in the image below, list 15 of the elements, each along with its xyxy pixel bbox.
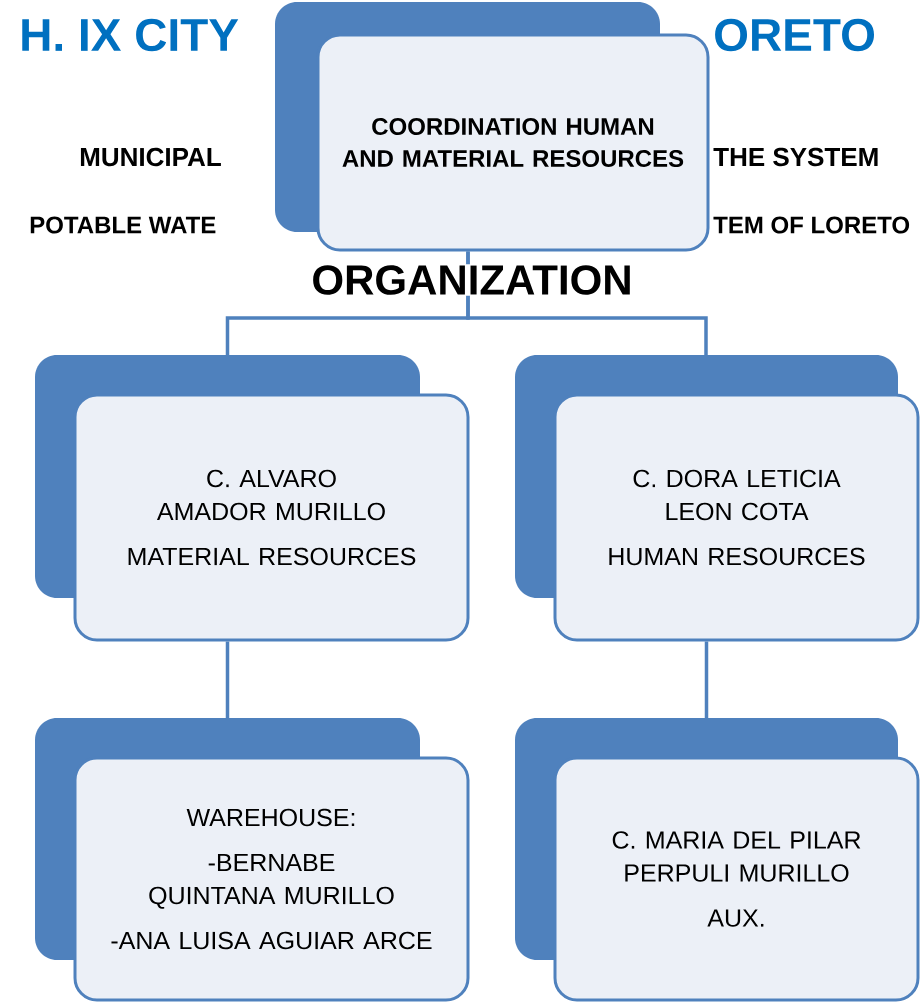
org-box: WAREHOUSE: -BERNABE QUINTANA MURILLO -ANA LUISA AGUIAR ARCE bbox=[35, 718, 470, 1002]
org-box: C. DORA LETICIA LEON COTA HUMAN RESOURCES bbox=[515, 355, 920, 642]
heading-text: H. IX CITY bbox=[18, 17, 240, 53]
heading-text: ORETO bbox=[712, 17, 877, 53]
connector-line bbox=[704, 641, 709, 718]
heading-text: POTABLE WATE bbox=[28, 215, 218, 235]
heading-text: MUNICIPAL bbox=[78, 146, 223, 168]
heading-text: ORGANIZATION bbox=[310, 264, 634, 296]
org-box: C. MARIA DEL PILAR PERPULI MURILLO AUX. bbox=[515, 718, 920, 1002]
heading-text: TEM OF LORETO bbox=[712, 215, 912, 235]
heading-text: THE SYSTEM bbox=[712, 146, 881, 168]
org-box: COORDINATION HUMAN AND MATERIAL RESOURCES bbox=[275, 2, 710, 252]
connector-line bbox=[225, 641, 230, 718]
connector-line bbox=[466, 251, 708, 355]
org-box: C. ALVARO AMADOR MURILLO MATERIAL RESOURCES bbox=[35, 355, 470, 642]
